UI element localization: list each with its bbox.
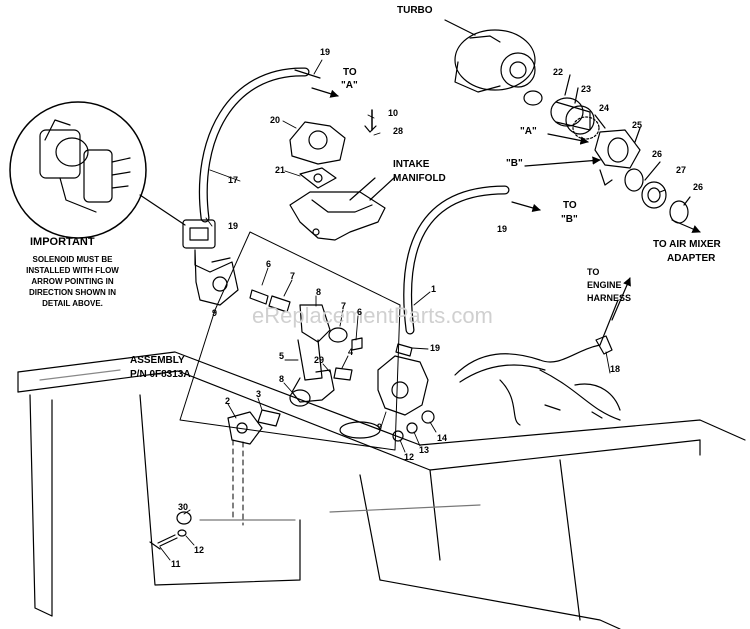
label-air-mixer-line2: ADAPTER [667, 253, 716, 264]
part-number-17: 17 [228, 175, 239, 185]
part-number-19-right: 19 [497, 224, 508, 234]
valve-9-left [182, 219, 239, 306]
part-number-12-left: 12 [194, 545, 205, 555]
label-to-b-line2: "B" [561, 214, 578, 225]
part-number-24: 24 [599, 103, 610, 113]
label-to-a-line2: "A" [341, 80, 358, 91]
part-number-20: 20 [270, 115, 281, 125]
intake-manifold [289, 109, 396, 241]
part-number-22: 22 [553, 67, 564, 77]
important-line-1: SOLENOID MUST BE [32, 255, 113, 264]
part-number-14: 14 [437, 433, 448, 443]
hardware-bottom [149, 511, 192, 550]
part-number-5: 5 [279, 351, 285, 361]
part-number-2: 2 [225, 396, 231, 406]
turbo-unit [444, 19, 536, 93]
part-number-12-right: 12 [404, 452, 415, 462]
part-number-7-right: 7 [341, 301, 347, 311]
important-note: SOLENOID MUST BE INSTALLED WITH FLOW ARR… [10, 254, 135, 309]
label-air-mixer-line1: TO AIR MIXER [653, 239, 721, 250]
frame-rail [17, 351, 746, 629]
part-number-7-top: 7 [290, 271, 296, 281]
part-number-1: 1 [431, 284, 437, 294]
label-turbo: TURBO [397, 5, 433, 16]
part-number-28: 28 [393, 126, 404, 136]
part-number-10: 10 [388, 108, 399, 118]
part-number-18: 18 [610, 364, 621, 374]
watermark: eReplacementParts.com [252, 303, 493, 328]
part-number-9-left: 9 [212, 308, 218, 318]
important-line-5: DETAIL ABOVE. [42, 299, 103, 308]
part-number-8-lower: 8 [279, 374, 285, 384]
part-number-27: 27 [676, 165, 687, 175]
part-number-6-right: 6 [357, 307, 363, 317]
important-line-4: DIRECTION SHOWN IN [28, 288, 117, 297]
part-number-13: 13 [419, 445, 430, 455]
part-number-11: 11 [171, 559, 181, 569]
important-line-2: INSTALLED WITH FLOW [26, 266, 119, 275]
part-number-29: 29 [314, 355, 325, 365]
label-intake-manifold-line2: MANIFOLD [393, 173, 446, 184]
important-title: IMPORTANT [30, 236, 95, 248]
label-to-a-line1: TO [343, 67, 357, 78]
part-number-23: 23 [581, 84, 592, 94]
label-engine-harness-line2: ENGINE [587, 280, 622, 290]
part-number-19-left: 19 [228, 221, 239, 231]
label-assembly-line1: ASSEMBLY [130, 355, 185, 366]
label-to-b-line1: TO [563, 200, 577, 211]
label-b-flow: "B" [506, 158, 523, 169]
part-number-21: 21 [275, 165, 286, 175]
part-number-9-right: 9 [377, 422, 383, 432]
part-number-3: 3 [256, 389, 262, 399]
hose-1 [403, 185, 510, 335]
label-a-flow: "A" [520, 126, 537, 137]
label-engine-harness-line3: HARNESS [587, 293, 632, 303]
part-number-25: 25 [632, 120, 643, 130]
solenoid-detail-view [9, 101, 186, 239]
engine-harness-18 [454, 299, 621, 426]
assembly-outline [179, 231, 401, 526]
turbo-fittings [523, 74, 691, 224]
part-number-8-top: 8 [316, 287, 322, 297]
label-intake-manifold-line1: INTAKE [393, 159, 430, 170]
part-number-30: 30 [178, 502, 189, 512]
important-line-3: ARROW POINTING IN [31, 277, 114, 286]
label-assembly-line2: P/N 0F8313A [130, 369, 191, 380]
part-number-26-a: 26 [652, 149, 663, 159]
label-engine-harness-line1: TO [587, 267, 600, 277]
fittings-row [227, 289, 363, 445]
hose-17 [198, 67, 321, 223]
leader-lines [159, 59, 611, 561]
part-number-19-top: 19 [320, 47, 331, 57]
part-number-4: 4 [348, 347, 354, 357]
part-number-26-b: 26 [693, 182, 704, 192]
part-number-6-top: 6 [266, 259, 272, 269]
valve-9-right [377, 343, 435, 442]
part-number-19-lower: 19 [430, 343, 441, 353]
